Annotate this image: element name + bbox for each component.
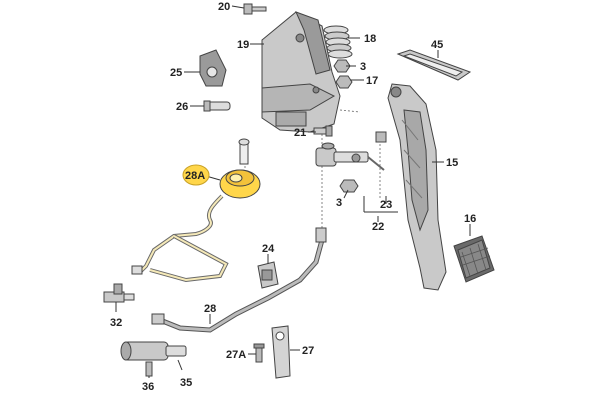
leader-lines <box>115 5 471 378</box>
clip-part-23 <box>375 131 387 143</box>
label-18: 18 <box>364 33 376 45</box>
label-27: 27 <box>302 345 314 357</box>
label-20: 20 <box>218 1 230 13</box>
hydraulic-line-part <box>131 194 229 283</box>
label-3-upper: 3 <box>360 61 366 73</box>
label-21: 21 <box>294 127 306 139</box>
master-cylinder-part-22 <box>315 142 385 171</box>
bolt-part-27a <box>253 343 265 363</box>
label-22: 22 <box>372 221 384 233</box>
bolt-part-21 <box>313 125 333 137</box>
pin-part-26 <box>203 100 231 112</box>
label-28a: 28A <box>185 170 205 182</box>
slave-cylinder-part-35 <box>120 341 187 361</box>
label-24: 24 <box>262 243 275 255</box>
label-15: 15 <box>446 157 458 169</box>
label-16: 16 <box>464 213 476 225</box>
label-19: 19 <box>237 39 249 51</box>
label-28: 28 <box>204 303 216 315</box>
label-26: 26 <box>176 101 188 113</box>
label-36: 36 <box>142 381 154 393</box>
label-3-lower: 3 <box>336 197 342 209</box>
label-23: 23 <box>380 199 392 211</box>
label-32: 32 <box>110 317 122 329</box>
label-25: 25 <box>170 67 182 79</box>
bleeder-valve-part-32 <box>103 283 135 303</box>
bushing-part-25 <box>199 49 227 87</box>
pressure-line-part-28 <box>151 227 327 333</box>
nut-part-3-lower <box>339 179 359 193</box>
label-17: 17 <box>366 75 378 87</box>
label-27a: 27A <box>226 349 246 361</box>
bolt-part-20 <box>243 3 267 15</box>
part-labels: 20 19 18 25 3 17 45 26 21 28A 15 3 23 22… <box>110 1 476 393</box>
bolt-part-36 <box>145 361 153 377</box>
bracket-part-24 <box>257 261 279 289</box>
clutch-pedal-part-15 <box>387 83 447 291</box>
nut-part-3-upper <box>333 59 351 73</box>
holder-part-27 <box>271 325 291 379</box>
pedal-rubber-part-16 <box>453 235 495 283</box>
label-35: 35 <box>180 377 192 389</box>
spring-part-18 <box>323 25 353 59</box>
pedal-pad-part-45 <box>396 49 472 81</box>
label-28a-highlight: 28A <box>182 164 210 186</box>
nut-part-17 <box>335 75 353 89</box>
pedal-bracket-part <box>261 11 341 133</box>
concentric-slave-cylinder-part-28a <box>219 138 261 199</box>
label-45: 45 <box>431 39 443 51</box>
